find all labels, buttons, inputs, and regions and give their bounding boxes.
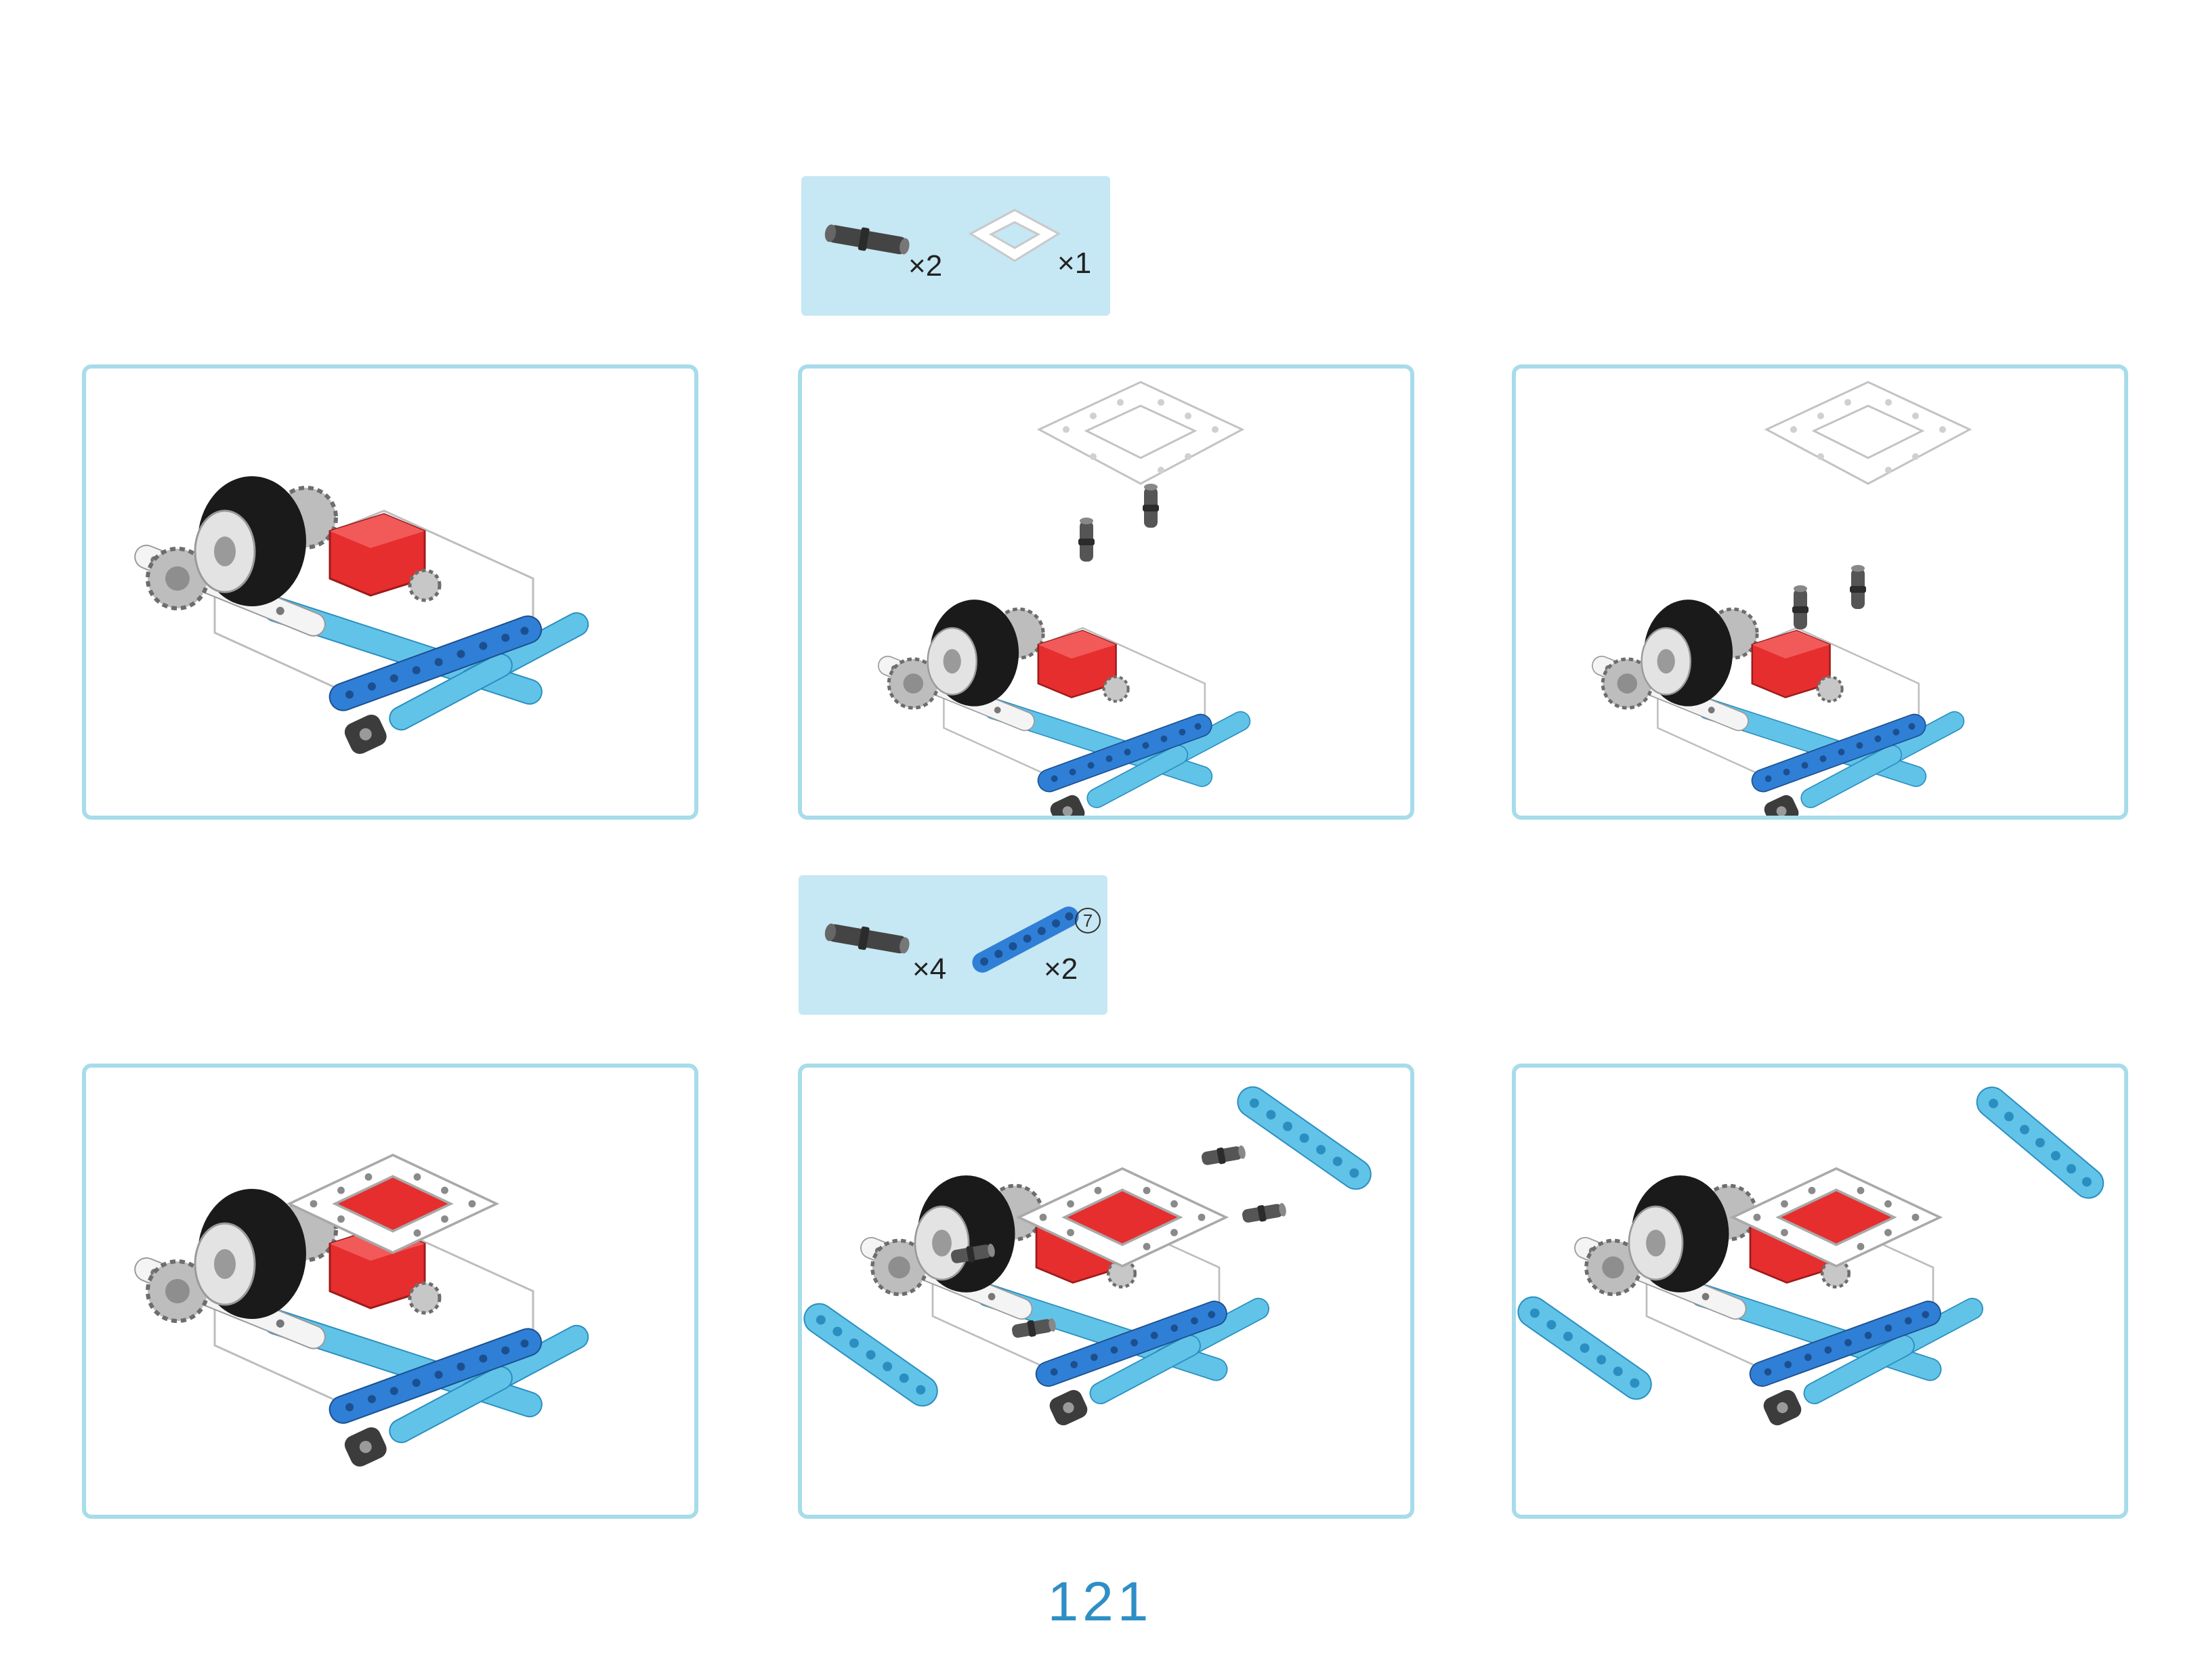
pin-quantity: ×4 <box>912 952 947 986</box>
step-panel-5 <box>798 1064 1414 1519</box>
step-illustration <box>1516 1080 2111 1515</box>
pin-icon <box>824 923 910 954</box>
pin-quantity: ×2 <box>908 249 943 282</box>
page-number: 121 <box>1047 1571 1153 1633</box>
step-panel-3 <box>1512 364 2128 820</box>
step-panel-6 <box>1512 1064 2128 1519</box>
beam-icon <box>972 906 1079 973</box>
frame-quantity: ×1 <box>1057 247 1092 280</box>
beam-quantity: ×2 <box>1044 952 1078 986</box>
step-illustration <box>86 369 694 816</box>
pin-icon <box>824 224 910 255</box>
frame-icon <box>968 209 1061 262</box>
step-panel-2 <box>798 364 1414 820</box>
step-illustration <box>802 381 1410 816</box>
parts-list-2: ×4 7 ×2 <box>799 875 1107 1015</box>
beam-size-badge: 7 <box>1075 908 1101 933</box>
step-illustration <box>86 1154 694 1515</box>
step-panel-4 <box>82 1064 698 1519</box>
step-illustration <box>1516 381 1971 816</box>
step-panel-1 <box>82 364 698 820</box>
parts-list-1: ×2 ×1 <box>801 176 1110 316</box>
step-illustration <box>802 1080 1378 1515</box>
